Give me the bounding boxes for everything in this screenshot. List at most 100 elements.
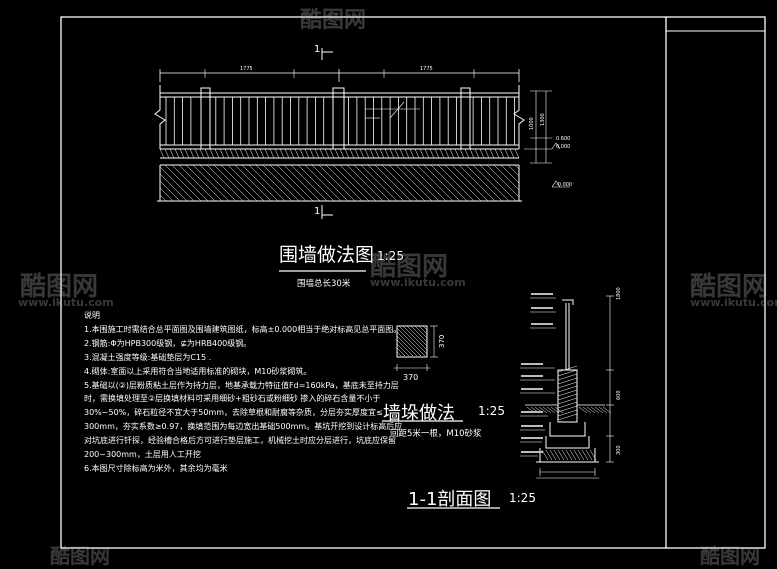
coping-hatch xyxy=(174,148,180,159)
soil-hatch xyxy=(542,406,552,414)
coping-hatch xyxy=(514,148,520,159)
dim-section-base: 300 xyxy=(616,445,622,455)
coping-hatch xyxy=(234,148,240,159)
soil-hatch xyxy=(550,406,560,414)
coping-hatch xyxy=(509,148,515,159)
base-hatch xyxy=(437,164,475,202)
section-mark-bottom: 1 xyxy=(314,206,320,217)
base-hatch xyxy=(159,180,181,202)
coping-hatch xyxy=(264,148,270,159)
coping-hatch xyxy=(409,148,415,159)
coping-hatch xyxy=(499,148,505,159)
pier-hatch-line xyxy=(396,327,426,357)
section-pier-hatch xyxy=(557,393,578,401)
pier-hatch-line xyxy=(396,335,418,357)
section-pier-hatch xyxy=(557,369,578,377)
base-hatch xyxy=(185,164,223,202)
coping-hatch xyxy=(424,148,430,159)
base-hatch xyxy=(479,164,517,202)
leader-label-mark xyxy=(531,323,553,325)
dim-section-mid: 600 xyxy=(616,390,622,400)
note-line: 5.基础以(②)层粉质粘土层作为持力层，地基承载力特征值Fd=160kPa，基底… xyxy=(84,380,399,390)
pier-hatch-line xyxy=(414,325,428,339)
base-hatch xyxy=(178,164,216,202)
coping-hatch xyxy=(359,148,365,159)
footing-hatch xyxy=(581,449,589,461)
coping-hatch xyxy=(494,148,500,159)
base-hatch xyxy=(388,164,426,202)
note-line: 1.本围施工时需结合总平面图及围墙建筑图纸，标高±0.000相当于绝对标高见总平… xyxy=(84,324,402,334)
coping-hatch xyxy=(449,148,455,159)
coping-hatch xyxy=(249,148,255,159)
coping-hatch xyxy=(219,148,225,159)
base-hatch xyxy=(199,164,237,202)
section-title: 1-1剖面图 xyxy=(408,489,492,510)
coping-hatch xyxy=(404,148,410,159)
coping-hatch xyxy=(319,148,325,159)
base-hatch xyxy=(276,164,314,202)
base-hatch xyxy=(339,164,377,202)
leader-label-mark xyxy=(521,375,543,377)
wall-scale: 1:25 xyxy=(377,249,404,263)
note-line: 3.混凝土强度等级:基础垫层为C15 . xyxy=(84,352,212,362)
footing-hatch xyxy=(565,449,573,461)
notes-heading: 说明 xyxy=(84,311,100,320)
elev-ground: 0.000 xyxy=(556,144,570,150)
base-hatch xyxy=(159,187,174,202)
section-pier-hatch xyxy=(557,381,578,389)
base-hatch xyxy=(311,164,349,202)
coping-hatch xyxy=(419,148,425,159)
base-hatch xyxy=(360,164,398,202)
base-hatch xyxy=(465,164,503,202)
footing-hatch xyxy=(577,449,585,461)
base-hatch xyxy=(472,164,510,202)
watermark-logo: 酷图网 xyxy=(690,272,769,302)
leader-label-mark xyxy=(521,425,543,427)
base-hatch xyxy=(227,164,265,202)
base-hatch xyxy=(423,164,461,202)
base-hatch xyxy=(367,164,405,202)
footing-hatch xyxy=(585,449,593,461)
base-hatch xyxy=(159,166,195,202)
coping-hatch xyxy=(434,148,440,159)
base-hatch xyxy=(514,164,520,170)
base-hatch xyxy=(402,164,440,202)
base-hatch xyxy=(381,164,419,202)
section-scale: 1:25 xyxy=(509,491,536,505)
coping-hatch xyxy=(379,148,385,159)
soil-hatch xyxy=(586,406,596,414)
pier-hatch-line xyxy=(410,325,428,343)
wall-subtitle: 围墙总长30米 xyxy=(297,279,351,289)
dim-span-2: 1775 xyxy=(420,66,433,72)
coping-hatch xyxy=(189,148,195,159)
base-hatch xyxy=(395,164,433,202)
coping-hatch xyxy=(349,148,355,159)
base-hatch xyxy=(164,164,202,202)
base-hatch xyxy=(171,164,209,202)
coping-hatch xyxy=(454,148,460,159)
coping-hatch xyxy=(304,148,310,159)
base-hatch xyxy=(374,164,412,202)
soil-hatch xyxy=(538,406,548,414)
note-line: 时，需换填处理至②层换填材料可采用细砂+粗砂石或粉细砂 掺入的碎石含量不小于 xyxy=(84,394,381,404)
coping-hatch xyxy=(199,148,205,159)
coping-hatch xyxy=(284,148,290,159)
coping-hatch xyxy=(329,148,335,159)
watermark-url: www.ikutu.com xyxy=(690,296,777,309)
pier-hatch-line xyxy=(422,325,428,331)
coping-hatch xyxy=(374,148,380,159)
section-pier-hatch xyxy=(557,373,578,381)
coping-hatch xyxy=(414,148,420,159)
section-pier-hatch xyxy=(557,405,578,413)
pier-plan xyxy=(394,325,438,371)
dim-height-2: 1300 xyxy=(540,113,546,126)
watermark-logo: 酷图网 xyxy=(50,544,110,568)
coping-hatch xyxy=(344,148,350,159)
coping-hatch xyxy=(479,148,485,159)
leader-label-mark xyxy=(521,437,543,439)
footing-hatch xyxy=(553,449,561,461)
base-hatch xyxy=(159,173,188,202)
coping-hatch xyxy=(294,148,300,159)
base-hatch xyxy=(248,164,286,202)
soil-hatch xyxy=(582,406,592,414)
